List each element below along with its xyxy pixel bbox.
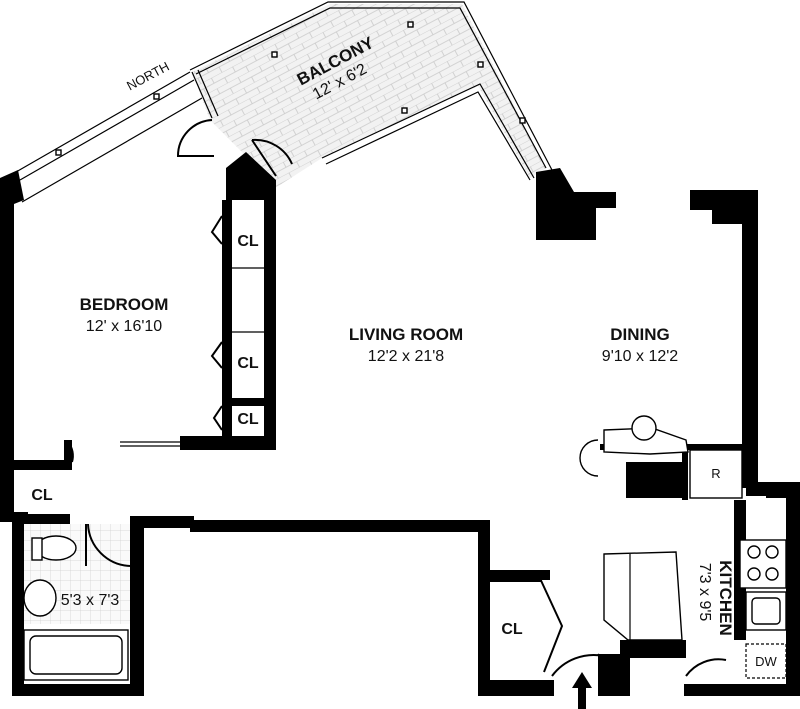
closet-label-2: CL bbox=[237, 355, 259, 372]
kitchen-name: KITCHEN bbox=[716, 560, 735, 636]
kitchen-fixtures bbox=[603, 449, 787, 679]
stove bbox=[739, 539, 787, 589]
dining-dims: 9'10 x 12'2 bbox=[602, 348, 678, 365]
closet-label-3: CL bbox=[237, 411, 259, 428]
bath-fixtures bbox=[23, 535, 129, 681]
balcony-area bbox=[189, 1, 553, 190]
dining-table bbox=[579, 415, 689, 477]
door-swings bbox=[67, 119, 727, 677]
entry-arrow bbox=[572, 672, 592, 709]
kitchen-dims: 7'3 x 9'5 bbox=[696, 563, 713, 622]
closet-label-4: CL bbox=[31, 487, 53, 504]
refrigerator bbox=[689, 449, 743, 499]
closet-label-1: CL bbox=[237, 233, 259, 250]
fridge-label: R bbox=[711, 466, 720, 481]
living-name: LIVING ROOM bbox=[349, 325, 463, 344]
closet-doors bbox=[210, 215, 264, 431]
bedroom-window bbox=[15, 71, 203, 203]
walls bbox=[0, 152, 800, 696]
closet-label-5: CL bbox=[501, 621, 523, 638]
dining-name: DINING bbox=[610, 325, 670, 344]
dishwasher-label: DW bbox=[755, 654, 777, 669]
bedroom-name: BEDROOM bbox=[80, 295, 169, 314]
compass-label: NORTH bbox=[124, 59, 172, 94]
living-dims: 12'2 x 21'8 bbox=[368, 348, 444, 365]
bedroom-dims: 12' x 16'10 bbox=[86, 318, 162, 335]
bath-dims: 5'3 x 7'3 bbox=[61, 592, 120, 609]
dishwasher bbox=[745, 643, 787, 679]
